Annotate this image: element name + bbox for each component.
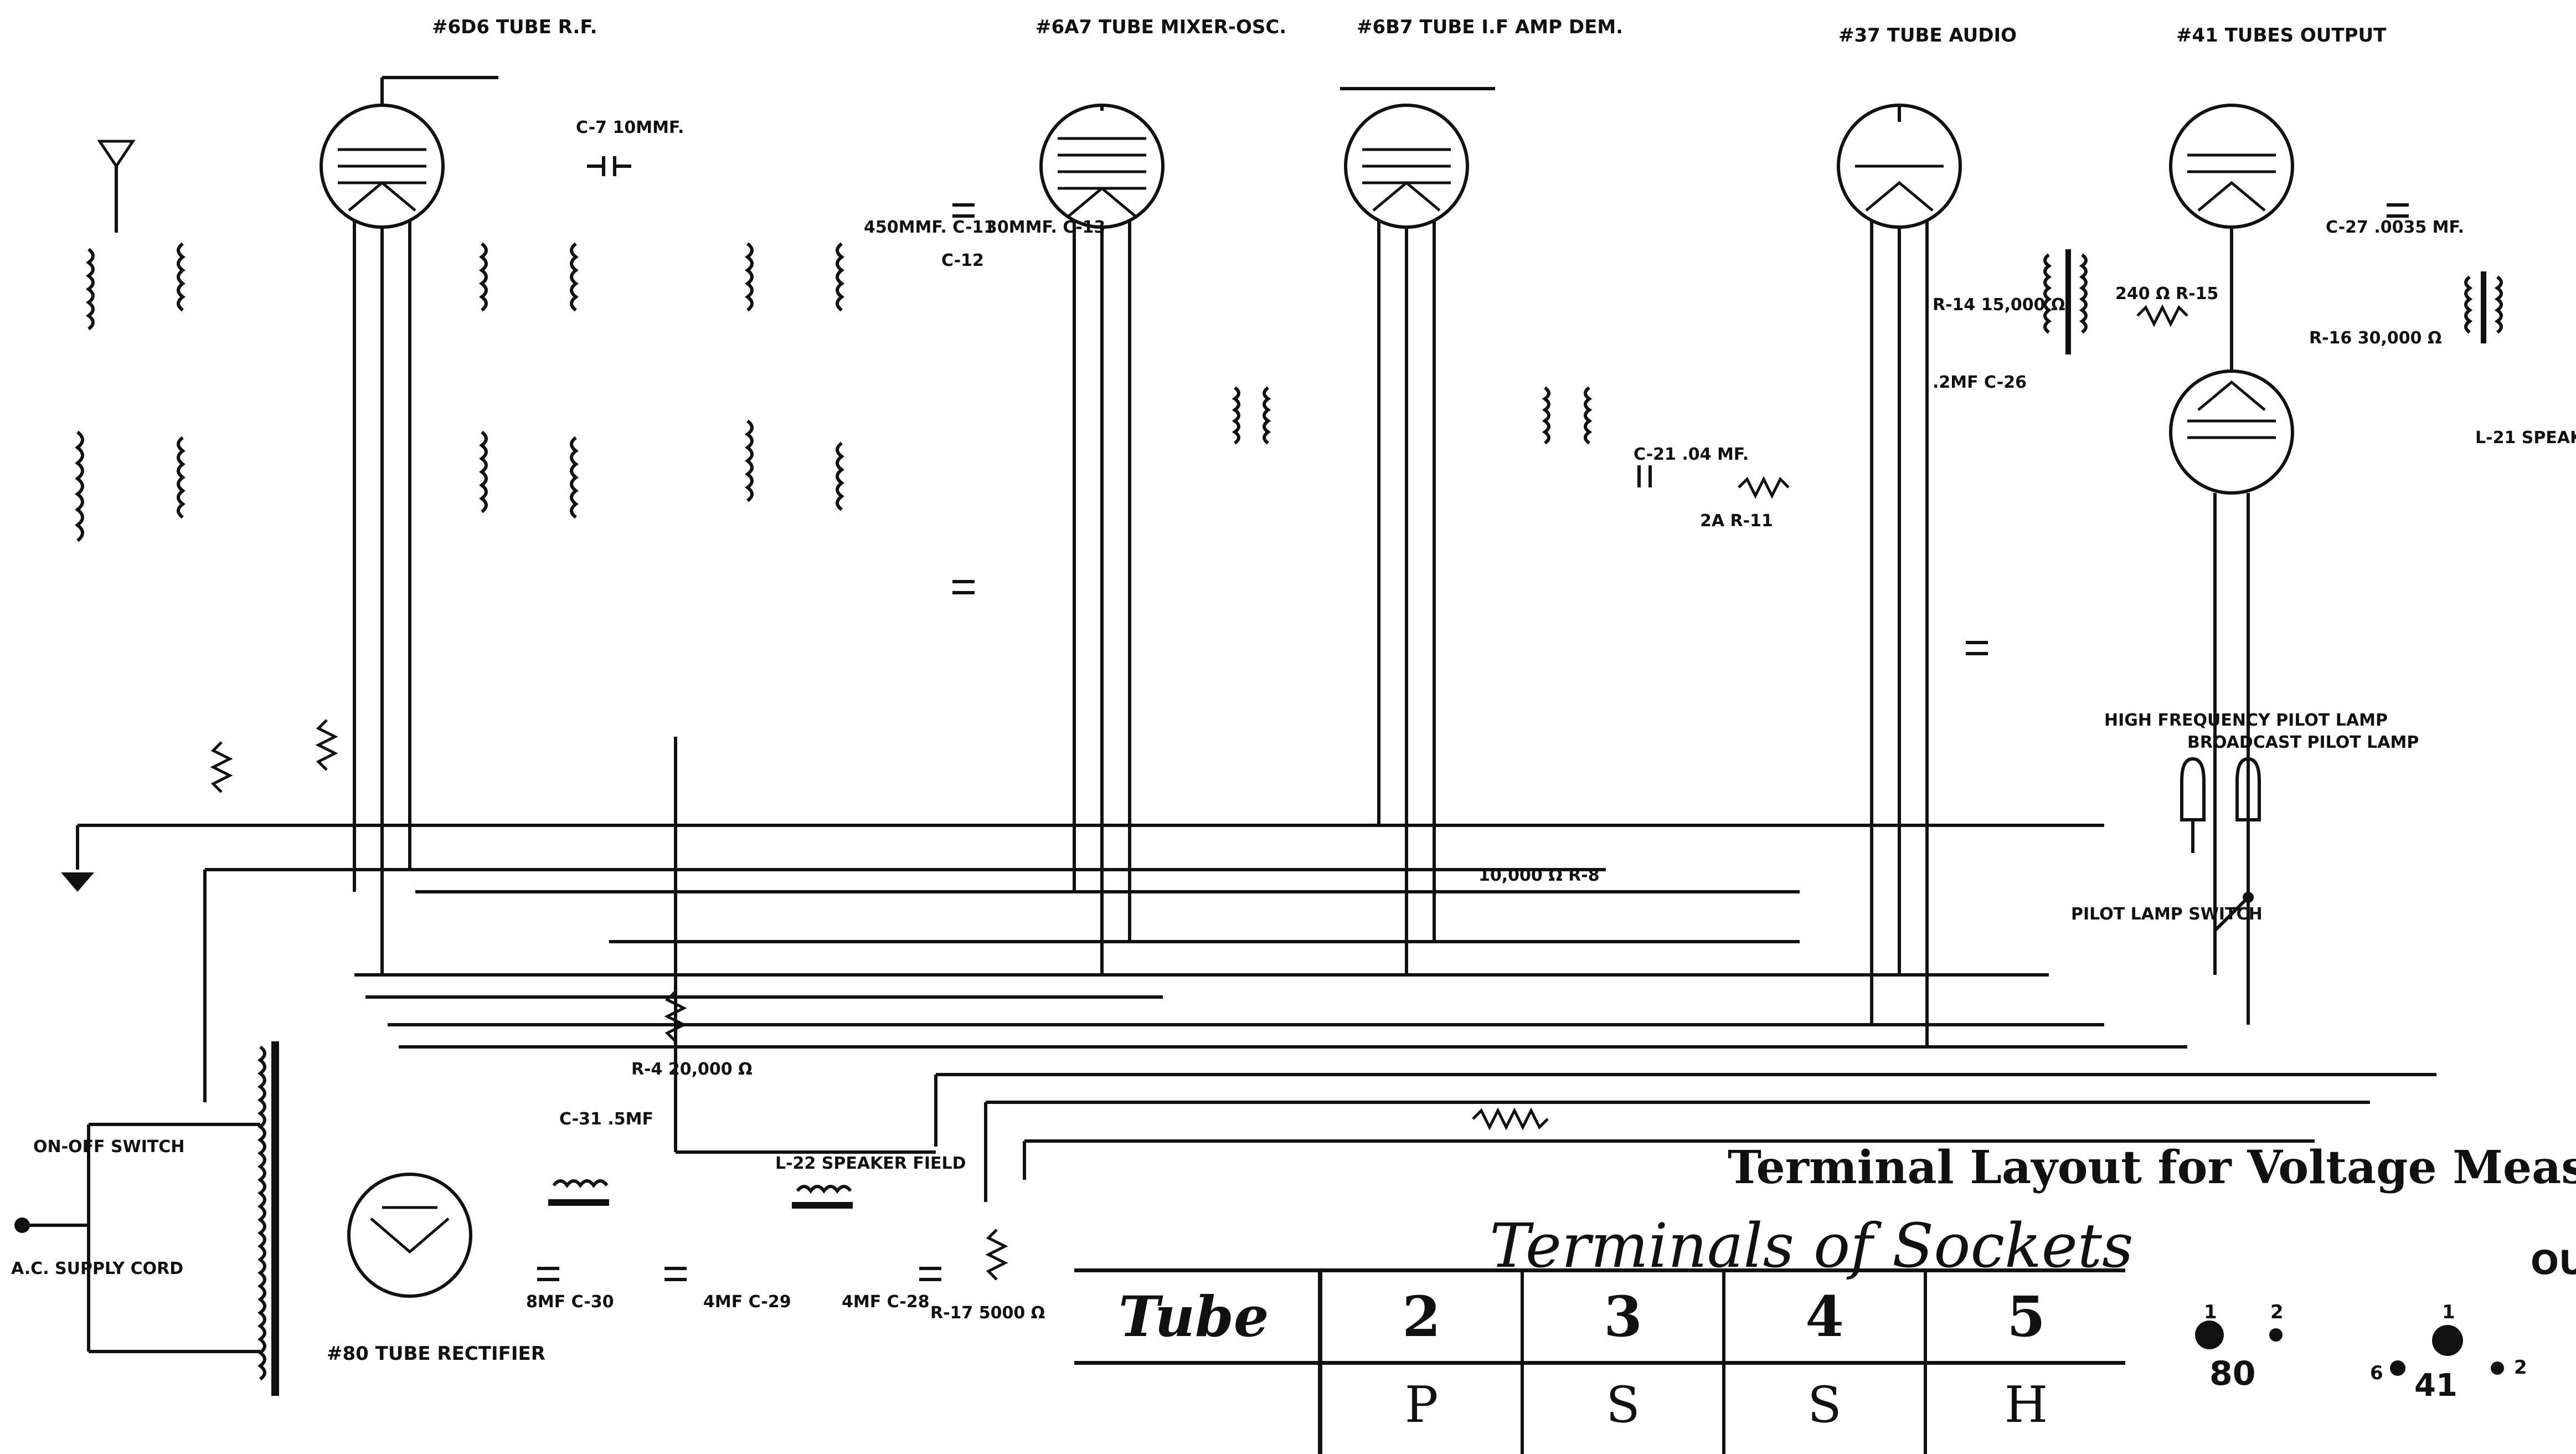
interstage-transformer-core [2065, 249, 2071, 354]
label-80: #80 TUBE RECTIFIER [327, 1343, 545, 1365]
label-r17: R-17 5000 Ω [930, 1303, 1045, 1323]
label-pilot-switch: PILOT LAMP SWITCH [2071, 905, 2263, 924]
power-input [14, 1124, 260, 1352]
label-r8: 10,000 Ω R-8 [1478, 866, 1600, 885]
terminal-table-header: Tube 2 3 4 5 [1074, 1271, 2125, 1363]
tube-41-upper [2171, 105, 2292, 227]
tube-6d6 [321, 78, 498, 227]
tube-6b7 [1340, 89, 1495, 227]
row1-col-4: S [1724, 1363, 1925, 1454]
coil-set [78, 244, 2501, 1379]
label-c26: .2MF C-26 [1933, 373, 2027, 392]
row1-col-5: H [1925, 1363, 2125, 1454]
label-l22: L-22 SPEAKER FIELD [775, 1154, 966, 1173]
terminal-layout-heading: Terminal Layout for Voltage Measure [1728, 1141, 2576, 1194]
header-col-4: 4 [1724, 1271, 1925, 1363]
label-r4: R-4 20,000 Ω [631, 1060, 753, 1079]
tube-80 [349, 1174, 471, 1296]
label-6d6: #6D6 TUBE R.F. [432, 16, 597, 38]
header-col-5: 5 [1925, 1271, 2125, 1363]
output-cut-label: OU [2531, 1244, 2576, 1282]
label-6a7: #6A7 TUBE MIXER-OSC. [1035, 16, 1286, 38]
tube-41-lower [2171, 371, 2292, 493]
label-41: #41 TUBES OUTPUT [2176, 24, 2387, 47]
label-r16: R-16 30,000 Ω [2309, 328, 2441, 348]
antenna-symbol [100, 141, 133, 166]
ground-symbol [61, 872, 94, 892]
field-core [792, 1202, 853, 1209]
pin-80-2: 2 [2270, 1301, 2284, 1323]
resistor-set [213, 307, 2187, 1280]
label-hf-lamp: HIGH FREQUENCY PILOT LAMP [2104, 711, 2388, 730]
supply-wiring [205, 737, 2436, 1202]
label-c21: C-21 .04 MF. [1634, 445, 1749, 464]
label-c31: C-31 .5MF [559, 1109, 653, 1129]
label-bcast-lamp: BROADCAST PILOT LAMP [2187, 733, 2419, 752]
power-transformer-core [271, 1041, 279, 1396]
tube-leads [354, 222, 2248, 1047]
label-r14: R-14 15,000 Ω [1933, 295, 2065, 315]
label-r11: 2A R-11 [1700, 511, 1773, 531]
pin-41-6: 6 [2370, 1362, 2383, 1384]
pin-41-2: 2 [2514, 1357, 2527, 1379]
label-c12: C-12 [941, 251, 984, 270]
header-tube: Tube [1074, 1271, 1320, 1363]
label-6b7: #6B7 TUBE I.F AMP DEM. [1357, 16, 1623, 38]
pin-80-1: 1 [2204, 1301, 2217, 1323]
label-c28: 4MF C-28 [842, 1292, 930, 1312]
output-transformer-core [2481, 271, 2486, 343]
row1-col-2: P [1320, 1363, 1522, 1454]
label-ac-cord: A.C. SUPPLY CORD [11, 1259, 183, 1278]
tube-37 [1838, 105, 1960, 227]
header-col-3: 3 [1522, 1271, 1724, 1363]
label-c27: C-27 .0035 MF. [2326, 218, 2464, 237]
row1-tube [1074, 1363, 1320, 1454]
label-c30: 8MF C-30 [526, 1292, 614, 1312]
pin-41-1: 1 [2442, 1301, 2455, 1323]
row1-col-3: S [1522, 1363, 1724, 1454]
label-r15: 240 Ω R-15 [2115, 284, 2218, 304]
radio-schematic: #6D6 TUBE R.F. #6A7 TUBE MIXER-OSC. #6B7… [0, 0, 2576, 1409]
label-on-off: ON-OFF SWITCH [33, 1137, 184, 1157]
label-l21: L-21 SPEAKER MOVING COIL [2475, 428, 2576, 448]
choke-core [548, 1199, 609, 1206]
socket-80-label: 80 [2209, 1354, 2256, 1393]
socket-diagrams: 1 2 80 1 2 6 41 OU [2195, 1244, 2576, 1404]
tube-6a7 [1041, 105, 1163, 227]
table-row: P S S H [1074, 1363, 2125, 1454]
label-c7: C-7 10MMF. [576, 118, 684, 137]
label-c13: 30MMF. C-13 [986, 218, 1105, 237]
label-c11: 450MMF. C-11 [864, 218, 995, 237]
socket-41-label: 41 [2414, 1368, 2457, 1404]
label-c29: 4MF C-29 [703, 1292, 791, 1312]
label-37: #37 TUBE AUDIO [1838, 24, 2017, 47]
header-col-2: 2 [1320, 1271, 1522, 1363]
terminal-table: Tube 2 3 4 5 P S S H [1074, 1268, 2125, 1454]
